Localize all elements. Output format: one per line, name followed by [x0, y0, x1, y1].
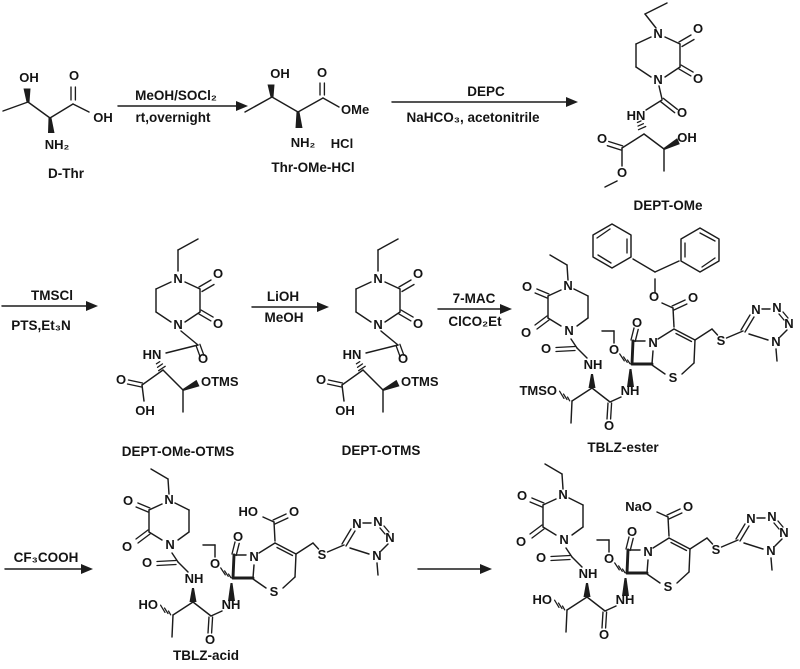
structure-dept-ome-otms: OTMS	[115, 238, 239, 419]
hydroxyl-label: OH	[677, 130, 697, 145]
reaction-arrow-5: 7-MAC ClCO₂Et	[437, 291, 512, 329]
compound-label-tblz-acid: TBLZ-acid	[173, 648, 239, 663]
structure-d-thr: OH O OH NH₂	[2, 68, 113, 152]
reagent-below-5: ClCO₂Et	[448, 314, 502, 329]
reaction-arrow-7	[417, 564, 492, 574]
compound-label-dept-otms: DEPT-OTMS	[342, 443, 421, 458]
carboxylic-acid-label: HO	[239, 504, 259, 519]
piperazinedione-ring	[355, 265, 424, 333]
reagent-below-3: PTS,Et₃N	[11, 318, 71, 333]
carboxyl-head	[656, 498, 694, 520]
ester-oxygen-label: O	[617, 165, 627, 180]
hydrochloride-label: HCl	[331, 136, 353, 151]
otms-label: OTMS	[201, 374, 239, 389]
amine-label: NH₂	[45, 137, 70, 152]
ester-oxygen-label: O	[597, 131, 607, 146]
structure-dept-otms: OTMS	[315, 238, 439, 419]
reagent-below-4: MeOH	[264, 310, 303, 325]
reaction-arrow-2: DEPC NaHCO₃, acetonitrile	[391, 84, 578, 125]
threonine-hydroxyl-label: HO	[139, 597, 159, 612]
urea-oxygen-label: O	[677, 105, 687, 120]
reagent-above-6: CF₃COOH	[14, 550, 79, 565]
carboxyl-head	[661, 289, 699, 311]
reagent-above-3: TMSCl	[31, 288, 73, 303]
structure-dept-ome: O HN O O OH	[597, 2, 704, 188]
tmso-label: TMSO	[519, 383, 557, 398]
compound-label-thr-ome-hcl: Thr-OMe-HCl	[271, 160, 354, 175]
methyl-ester-label: OMe	[341, 102, 369, 117]
ester-oxygen-label: O	[649, 289, 659, 304]
hydroxyl-label: OH	[19, 70, 39, 85]
structure-tblz-acid: HO HO	[121, 468, 397, 648]
dept-acid-body	[115, 238, 209, 419]
piperazinedione-ring	[635, 20, 704, 88]
acyl-side-chain	[121, 468, 242, 648]
amide-hn-label: HN	[627, 108, 646, 123]
otms-label: OTMS	[401, 374, 439, 389]
acyl-side-chain	[520, 254, 641, 434]
sodium-carboxylate-label: NaO	[625, 499, 652, 514]
hydroxyl-label: OH	[270, 66, 290, 81]
reagent-below-2: NaHCO₃, acetonitrile	[406, 110, 540, 125]
structure-thr-ome-hcl: OH O OMe NH₂ HCl	[244, 65, 369, 151]
carbonyl-oxygen-label: O	[69, 68, 79, 83]
reaction-arrow-1: MeOH/SOCl₂ rt,overnight	[117, 88, 248, 125]
compound-labels: D-Thr Thr-OMe-HCl DEPT-OMe DEPT-OMe-OTMS…	[48, 160, 703, 663]
dept-acid-body	[315, 238, 409, 419]
piperazinedione-ring	[155, 265, 224, 333]
reagent-above-4: LiOH	[267, 289, 299, 304]
amine-label: NH₂	[291, 135, 316, 150]
reagent-below-1: rt,overnight	[135, 110, 211, 125]
reaction-arrow-3: TMSCl PTS,Et₃N	[1, 288, 98, 333]
reaction-arrow-6: CF₃COOH	[4, 550, 93, 574]
reagent-above-2: DEPC	[467, 84, 505, 99]
threonine-hydroxyl-label: HO	[533, 592, 553, 607]
compound-label-dept-ome: DEPT-OMe	[633, 198, 703, 213]
reagent-above-5: 7-MAC	[453, 291, 496, 306]
compound-label-tblz-ester: TBLZ-ester	[587, 440, 659, 455]
compound-label-dept-ome-otms: DEPT-OMe-OTMS	[122, 444, 235, 459]
carboxyl-head	[262, 503, 300, 525]
compound-label-d-thr: D-Thr	[48, 166, 85, 181]
carbonyl-oxygen-label: O	[317, 65, 327, 80]
acyl-side-chain	[515, 463, 636, 643]
reaction-arrow-4: LiOH MeOH	[251, 289, 329, 325]
structure-tblz-sodium-salt: HO NaO	[515, 463, 791, 643]
carboxyl-hydroxyl-label: OH	[93, 110, 113, 125]
benzhydryl-phenyl-ring-right	[680, 227, 720, 273]
structure-tblz-ester: TMSO O	[519, 223, 796, 434]
benzhydryl-phenyl-ring-left	[592, 223, 632, 269]
reagent-above-1: MeOH/SOCl₂	[135, 88, 217, 103]
